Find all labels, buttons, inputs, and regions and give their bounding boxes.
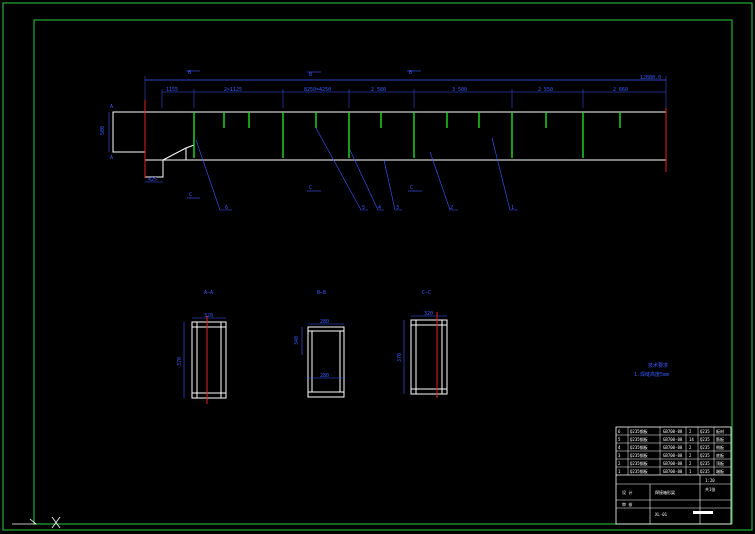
parts-cell-qty: 2 <box>689 429 692 434</box>
section-c-side-dim: 370 <box>397 353 403 362</box>
dim-2: 2×1125 <box>224 87 242 93</box>
parts-cell-name: Q235钢板 <box>630 452 648 458</box>
dim-5: 3 500 <box>452 87 467 93</box>
drawing-number: XL-01 <box>655 512 668 517</box>
parts-cell-no: 4 <box>618 445 621 450</box>
parts-cell-note: 底板 <box>716 452 724 458</box>
parts-cell-name: Q235钢板 <box>630 428 648 434</box>
notes-title: 技术要求 <box>648 362 668 369</box>
parts-cell-name: Q235钢板 <box>630 468 648 474</box>
section-marker-b: B <box>309 72 312 78</box>
leader-label-3: 3 <box>396 205 399 211</box>
notes-line-1: 1.焊缝高度5mm <box>634 371 669 378</box>
section-arrows <box>186 70 421 73</box>
part-leaders <box>195 127 518 211</box>
section-b-side-dim: 340 <box>294 336 300 345</box>
sheet-count: 共1张 <box>705 486 715 492</box>
parts-cell-mat: Q235 <box>700 437 710 442</box>
leader-label-6: 6 <box>225 205 228 211</box>
section-marker-c: C <box>410 185 413 191</box>
parts-cell-code: GB700-88 <box>663 453 683 458</box>
section-a-side-dim: 370 <box>177 357 183 366</box>
parts-cell-no: 5 <box>618 437 621 442</box>
section-view-b: B—B 280 340 280 <box>294 290 345 398</box>
section-c-title: C—C <box>422 290 431 296</box>
section-view-c: C—C 320 370 <box>397 290 448 398</box>
parts-cell-note: 板材 <box>716 428 724 434</box>
leader-label-4: 4 <box>378 205 381 211</box>
section-marker-b: B <box>188 70 191 76</box>
leader-label-2: 2 <box>450 205 453 211</box>
height-dim: 500 <box>100 126 106 135</box>
scale-value: 1:20 <box>705 478 715 483</box>
parts-cell-code: GB700-88 <box>663 437 683 442</box>
section-marker-a: A <box>110 104 113 110</box>
parts-cell-qty: 2 <box>689 453 692 458</box>
designer-label: 设 计 <box>622 489 632 495</box>
section-c-arrows <box>187 190 422 199</box>
parts-cell-mat: Q235 <box>700 469 710 474</box>
parts-cell-code: GB700-88 <box>663 461 683 466</box>
section-b-title: B—B <box>317 290 326 296</box>
dim-7: 2 660 <box>613 87 628 93</box>
section-a-title: A—A <box>204 290 213 296</box>
parts-cell-qty: 2 <box>689 461 692 466</box>
parts-cell-no: 1 <box>618 469 621 474</box>
parts-cell-note: 顶板 <box>716 460 724 466</box>
parts-cell-mat: Q235 <box>700 429 710 434</box>
dim-4: 2 580 <box>371 87 386 93</box>
section-marker-a: A <box>110 155 113 161</box>
main-elevation-view: 12880.0 1155 2×1125 8250=4250 2 580 3 50… <box>100 70 667 211</box>
parts-cell-qty: 2 <box>689 445 692 450</box>
section-b-box <box>307 326 345 398</box>
parts-cell-note: 筋板 <box>716 436 724 442</box>
technical-notes: 技术要求 1.焊缝高度5mm <box>634 362 669 378</box>
bottom-dim: 425 <box>148 177 157 183</box>
parts-cell-name: Q235钢板 <box>630 460 648 466</box>
parts-cell-note: 端板 <box>716 468 724 474</box>
ucs-axis-icon <box>12 516 61 529</box>
title-block-frame <box>615 426 732 525</box>
overall-length-dim: 12880.0 <box>640 75 661 81</box>
parts-cell-name: Q235钢板 <box>630 436 648 442</box>
leader-label-5: 5 <box>362 205 365 211</box>
section-c-box <box>410 319 448 395</box>
section-view-a: A—A 320 370 <box>177 290 227 404</box>
stiffener-plates <box>193 112 621 158</box>
leader-label-1: 1 <box>511 205 514 211</box>
section-b-top-dim: 280 <box>320 319 329 325</box>
parts-cell-qty: 14 <box>689 437 694 442</box>
checker-label: 审 核 <box>622 501 632 507</box>
parts-cell-no: 3 <box>618 453 621 458</box>
chain-dim-ticks <box>161 89 584 108</box>
section-marker-b: B <box>409 70 412 76</box>
parts-cell-code: GB700-88 <box>663 429 683 434</box>
section-c-top-dim: 320 <box>424 311 433 317</box>
dim-1: 1155 <box>166 87 178 93</box>
parts-cell-code: GB700-88 <box>663 445 683 450</box>
section-marker-c: C <box>189 192 192 198</box>
section-a-box <box>191 321 227 399</box>
section-marker-c: C <box>309 185 312 191</box>
parts-cell-no: 6 <box>618 429 621 434</box>
inner-drawing-frame <box>33 19 733 525</box>
title-block-bar <box>693 511 713 514</box>
dim-6: 2 550 <box>538 87 553 93</box>
parts-cell-name: Q235钢板 <box>630 444 648 450</box>
parts-cell-note: 侧板 <box>716 444 724 450</box>
section-b-bottom-dim: 280 <box>320 373 329 379</box>
parts-cell-mat: Q235 <box>700 453 710 458</box>
drawing-title: 焊接箱形梁 <box>655 489 675 495</box>
parts-cell-mat: Q235 <box>700 461 710 466</box>
section-a-top-dim: 320 <box>204 313 213 319</box>
parts-cell-mat: Q235 <box>700 445 710 450</box>
parts-cell-no: 2 <box>618 461 621 466</box>
parts-cell-code: GB700-88 <box>663 469 683 474</box>
parts-cell-qty: 1 <box>689 469 692 474</box>
dim-3: 8250=4250 <box>304 87 331 93</box>
